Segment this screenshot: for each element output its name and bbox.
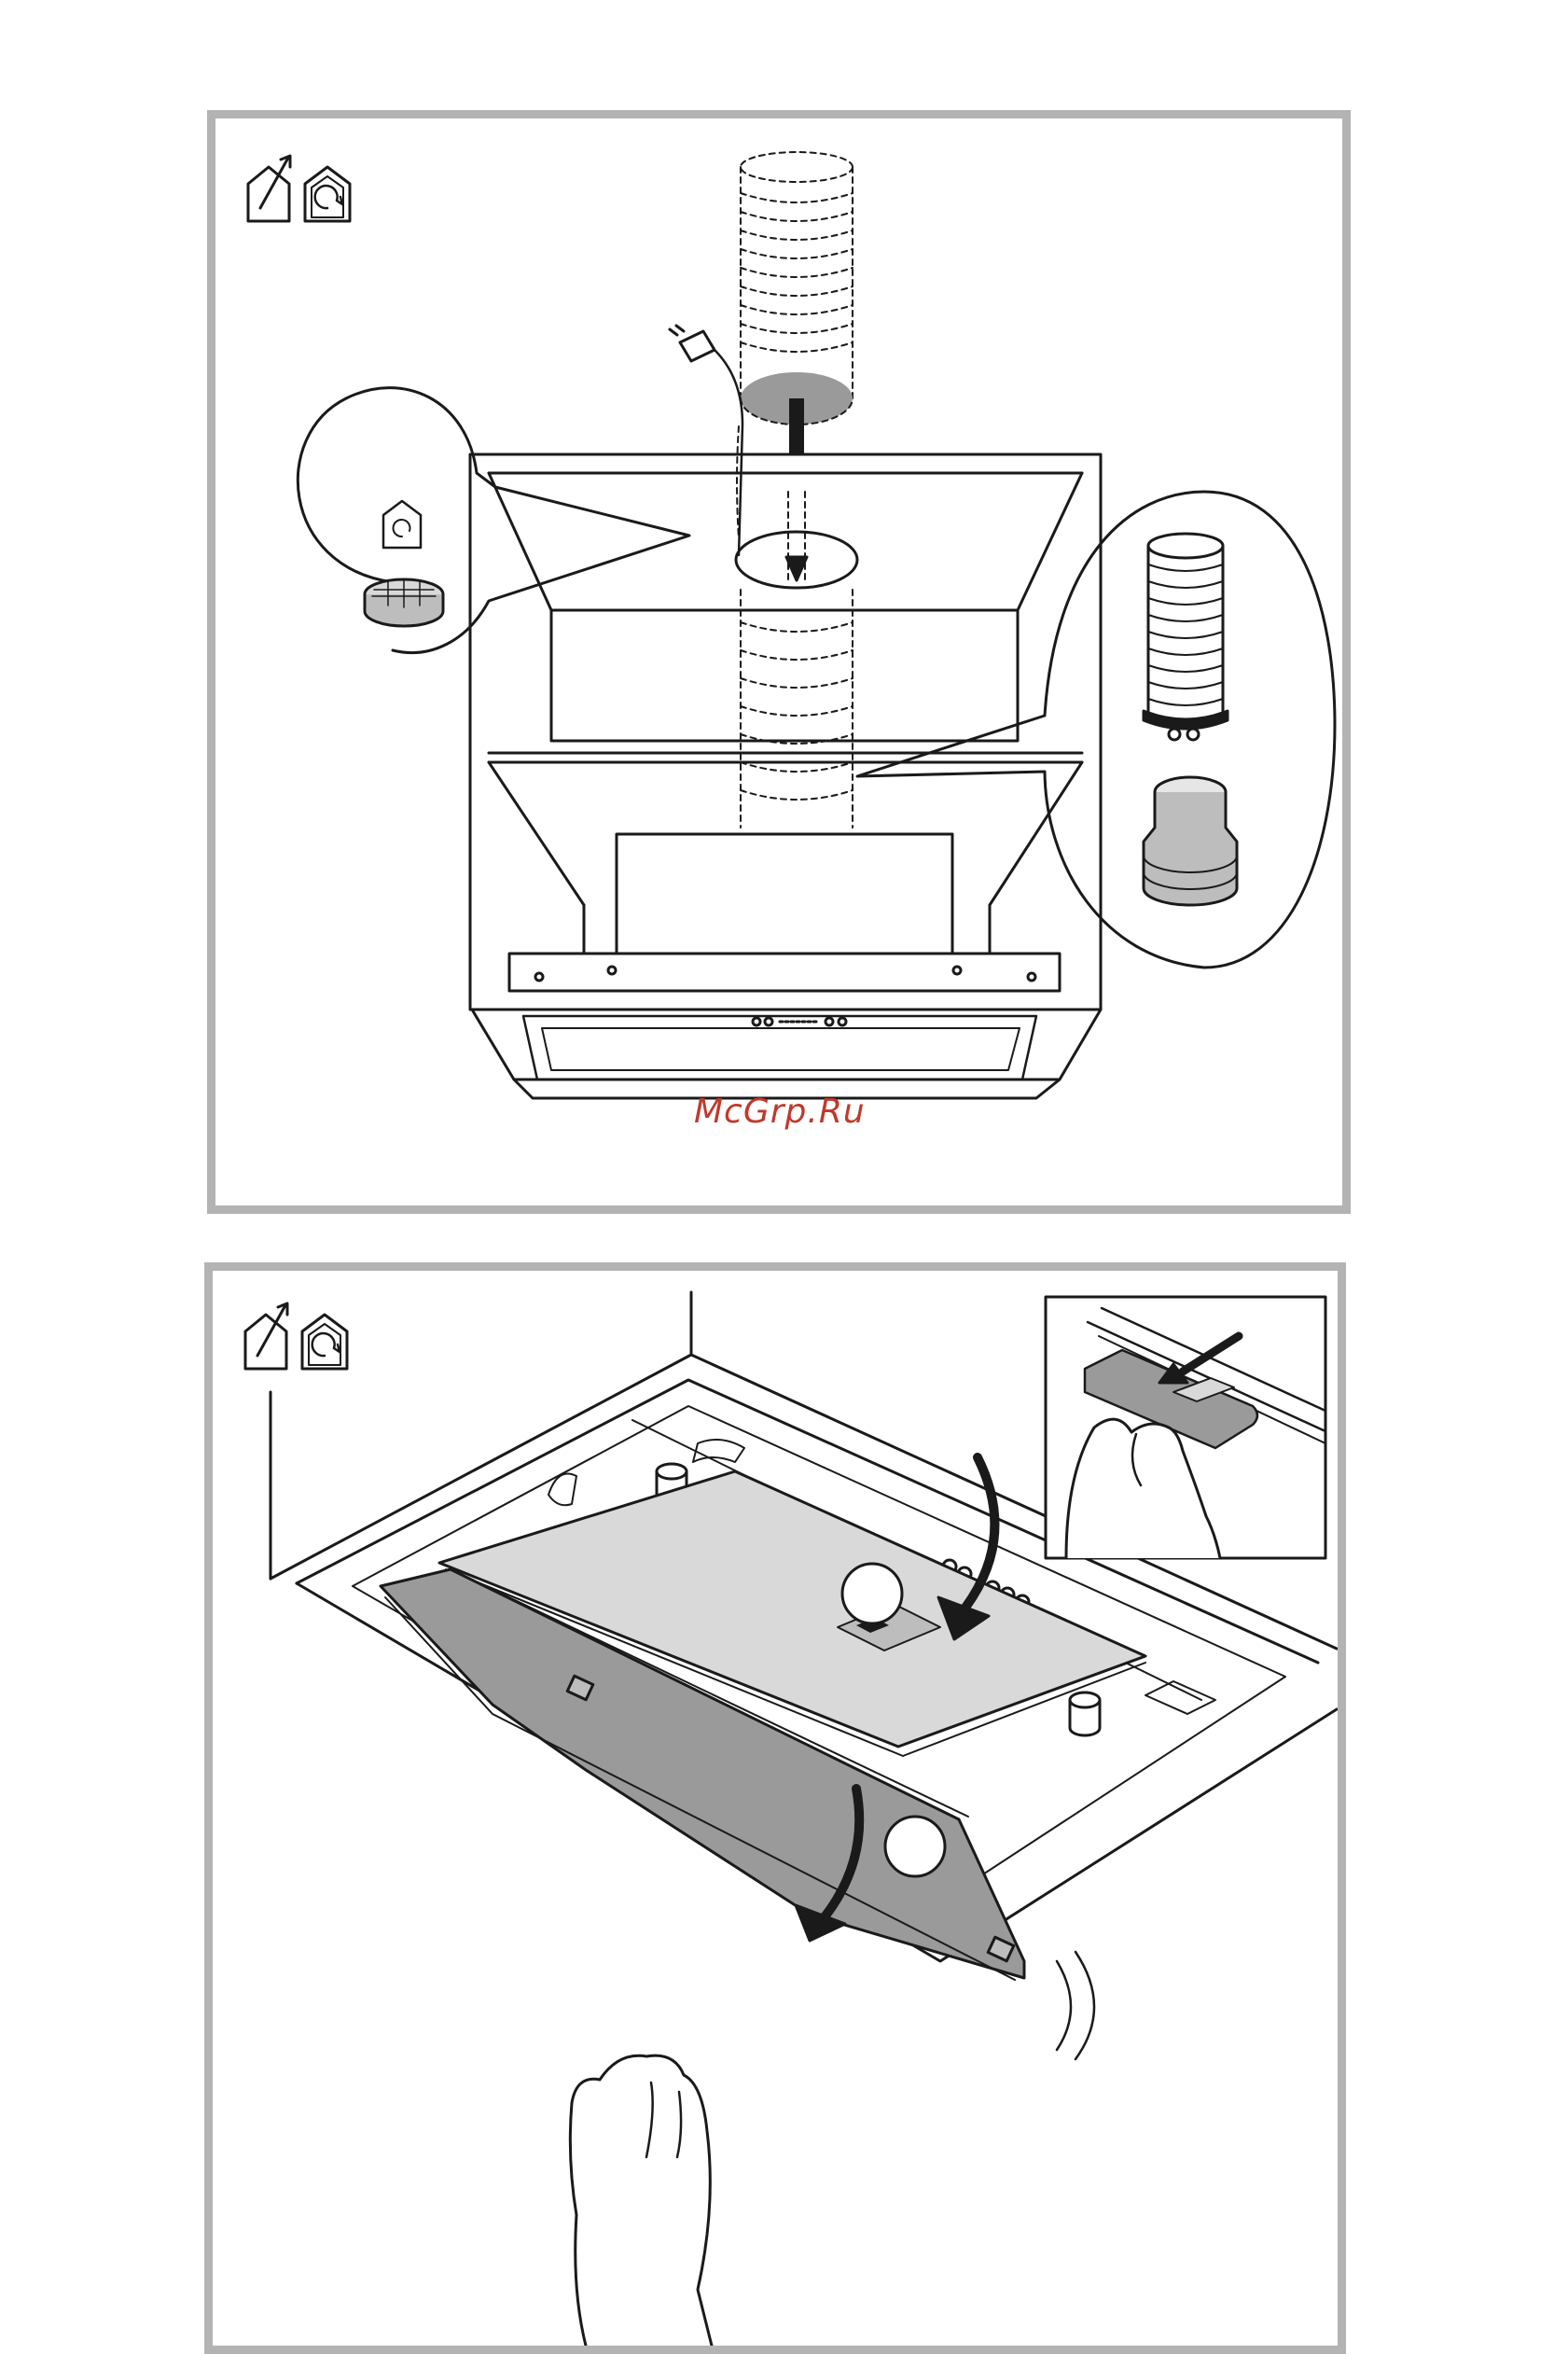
filter-removal-diagram [213,1271,1338,2346]
filter-latch-detail-callout [1046,1297,1325,1558]
charcoal-filter-callout [298,388,689,653]
step-2-marker [885,1817,945,1876]
installation-figure-filter-removal [204,1262,1346,2354]
flexible-duct [741,152,853,454]
charcoal-filter-icon [365,579,443,626]
power-plug-icon [670,326,742,555]
recirculation-mode-icon [305,167,350,221]
hood-cabinet [470,454,1101,1098]
recirculation-mode-icon [302,1315,347,1369]
installation-figure-ducting [207,110,1351,1214]
flexible-duct-icon [1144,534,1228,740]
duct-collar [736,492,857,828]
duct-adapter-callout [857,492,1335,968]
duct-adapter-icon [1144,777,1237,905]
ducted-mode-icon [248,156,290,221]
watermark: McGrp.Ru [694,1089,881,1135]
hand-icon [570,2055,716,2346]
vibration-marks [1057,1952,1094,2059]
ducting-diagram [215,118,1342,1205]
step-1-marker [842,1564,902,1623]
ducted-mode-icon [245,1303,287,1369]
recirculation-mode-icon [383,501,421,548]
